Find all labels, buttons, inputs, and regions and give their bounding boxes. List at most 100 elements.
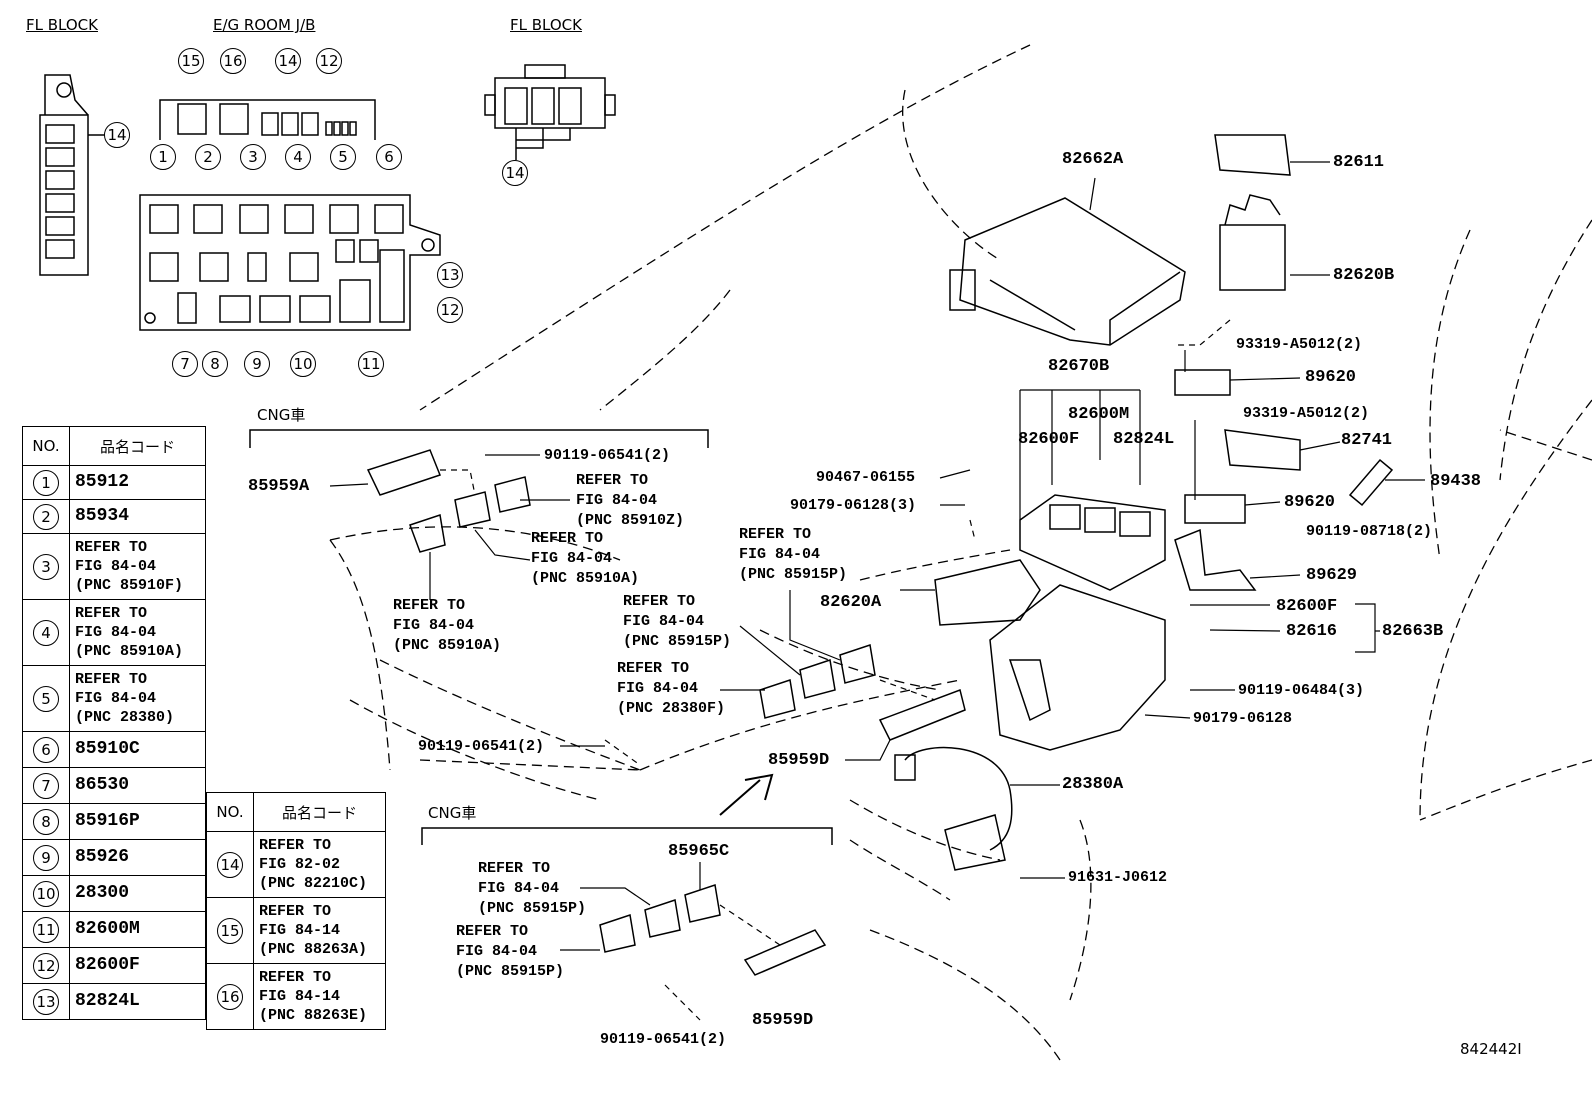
callout-9: 9 [244, 351, 270, 377]
forward-arrow-icon [719, 773, 774, 816]
callout-11: 11 [358, 351, 384, 377]
cng-bracket-bottom [421, 827, 833, 845]
connectors-mid [759, 644, 876, 719]
part-label-89629: 89629 [1306, 566, 1358, 585]
part-label-89620-b: 89620 [1284, 493, 1336, 512]
table2-header-code: 品名コード [253, 792, 386, 832]
callout-14-fl-left: 14 [104, 122, 130, 148]
fl-block-left-drawing [39, 74, 105, 276]
junction-block-main [1019, 494, 1166, 591]
part-label-90467: 90467-06155 [816, 469, 916, 486]
assembly-dashed-lines [440, 319, 1231, 1021]
part-label-82600F-b: 82600F [1276, 597, 1338, 616]
callout-10: 10 [290, 351, 316, 377]
figure-number: 842442I [1460, 1040, 1522, 1058]
part-label-90119-08718: 90119-08718(2) [1306, 523, 1433, 540]
part-label-82620A: 82620A [820, 593, 882, 612]
relay-box-cover [949, 197, 1186, 346]
part-label-90179-b: 90179-06128 [1193, 710, 1293, 727]
callout-13: 13 [437, 262, 463, 288]
sensor-89438 [1348, 458, 1394, 507]
relay-89620-1 [1174, 369, 1231, 396]
part-label-85965C: 85965C [668, 842, 730, 861]
part-label-85959D-b: 85959D [752, 1011, 814, 1030]
callout-1: 1 [150, 144, 176, 170]
connector-85959D-b [743, 929, 827, 976]
callout-3: 3 [240, 144, 266, 170]
refer-label-85910A-b: REFER TO FIG 84-04 (PNC 85910A) [393, 597, 502, 654]
part-label-90179-a: 90179-06128(3) [790, 497, 917, 514]
part-label-89620-a: 89620 [1305, 368, 1357, 387]
relay-box-lower [989, 584, 1166, 751]
part-label-82662A: 82662A [1062, 150, 1124, 169]
part-label-82824L: 82824L [1113, 430, 1175, 449]
connector-85959D-a [878, 689, 966, 741]
fuse-block-82620B [1214, 134, 1291, 291]
relay-89620-2 [1184, 494, 1246, 524]
part-label-85959A: 85959A [248, 477, 310, 496]
callout-15: 15 [178, 48, 204, 74]
refer-label-85915P-d: REFER TO FIG 84-04 (PNC 85915P) [456, 923, 565, 980]
table1-header-no: NO. [22, 426, 70, 466]
part-label-82611: 82611 [1333, 153, 1385, 172]
part-label-82670B: 82670B [1048, 357, 1110, 376]
callout-16: 16 [220, 48, 246, 74]
part-label-93319-b: 93319-A5012(2) [1243, 405, 1370, 422]
callout-12: 12 [437, 297, 463, 323]
part-label-90119-06541-c: 90119-06541(2) [600, 1031, 727, 1048]
refer-label-85915P-b: REFER TO FIG 84-04 (PNC 85915P) [623, 593, 732, 650]
part-label-82600M: 82600M [1068, 405, 1130, 424]
callout-8: 8 [202, 351, 228, 377]
part-label-90119-06541-a: 90119-06541(2) [544, 447, 671, 464]
part-label-82620B: 82620B [1333, 266, 1395, 285]
callout-6: 6 [376, 144, 402, 170]
cng-bracket-top [249, 429, 709, 448]
bracket-82741 [1224, 429, 1301, 471]
callout-12-top: 12 [316, 48, 342, 74]
part-label-90119-06541-b: 90119-06541(2) [418, 738, 545, 755]
part-label-82741: 82741 [1341, 431, 1393, 450]
part-label-85959D-a: 85959D [768, 751, 830, 770]
refer-label-85915P-c: REFER TO FIG 84-04 (PNC 85915P) [478, 860, 587, 917]
leader-lines [329, 161, 1425, 951]
refer-label-85910A-a: REFER TO FIG 84-04 (PNC 85910A) [531, 530, 640, 587]
refer-label-85915P-a: REFER TO FIG 84-04 (PNC 85915P) [739, 526, 848, 583]
table1-header-code: 品名コード [69, 426, 206, 466]
callout-14-jb: 14 [275, 48, 301, 74]
refer-label-28380F: REFER TO FIG 84-04 (PNC 28380F) [617, 660, 726, 717]
part-label-93319-a: 93319-A5012(2) [1236, 336, 1363, 353]
part-label-91631: 91631-J0612 [1068, 869, 1168, 886]
eg-room-jb-drawing [139, 99, 441, 331]
cng-label-bottom: CNG車 [428, 804, 477, 822]
cng-label-top: CNG車 [257, 406, 306, 424]
harness-28380A [894, 746, 1013, 871]
callout-7: 7 [172, 351, 198, 377]
bracket-89629 [1174, 528, 1257, 591]
part-label-89438: 89438 [1430, 472, 1482, 491]
connector-82620A [934, 559, 1041, 626]
fl-block-right-label: FL BLOCK [510, 16, 582, 34]
car-body-outline [329, 44, 1592, 1061]
connector-85959A [366, 449, 441, 496]
callout-14-fl-right: 14 [502, 160, 528, 186]
refer-label-85910Z: REFER TO FIG 84-04 (PNC 85910Z) [576, 472, 685, 529]
fl-block-right-drawing [484, 64, 616, 160]
part-label-28380A: 28380A [1062, 775, 1124, 794]
